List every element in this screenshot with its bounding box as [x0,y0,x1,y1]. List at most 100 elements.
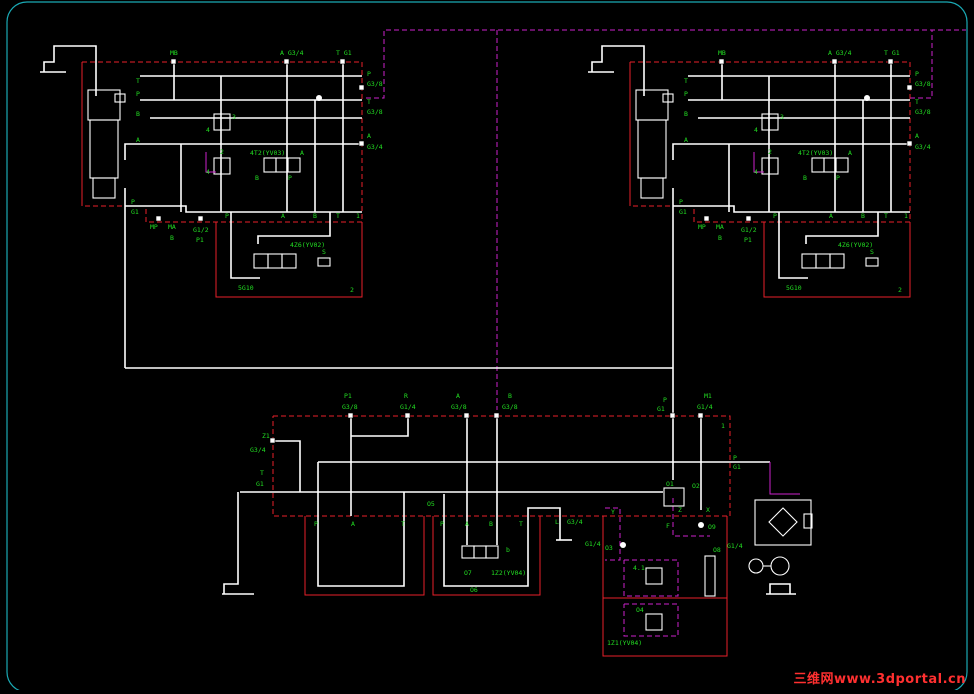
r-port-right-t: T [915,98,919,106]
port-t: T [136,77,140,85]
r-port-right-g38b: G3/8 [915,108,931,116]
watermark-logo: 三维网www.3dportal.cn [793,672,966,687]
bottom-port-t: T [336,212,340,220]
c-right-g1: G1 [733,463,741,471]
c-block-l-g34: G3/4 [567,518,583,526]
r-valve-label-2: 2 [768,148,772,156]
pump-motor [748,556,796,595]
c-port-p: P [663,396,667,404]
c-block-y: Y [611,508,615,516]
r-port-right-p: P [915,70,919,78]
c-valve-o6: O6 [470,586,478,594]
valve-4t2-a: A [300,149,304,157]
c-valve-o3-g14: G1/4 [585,540,601,548]
valve-label-4b: 4 [206,168,210,176]
port-right-t: T [367,98,371,106]
c-block-p2: P [440,520,444,528]
bottom-port-p1: P1 [196,236,204,244]
r-valve-4t2-a: A [848,149,852,157]
r-bottom-port-p2: P [773,212,777,220]
c-port-p-g1: G1 [657,405,665,413]
c-block-l: L [555,518,559,526]
valve-unit-right: MB A G3/4 T G1 T P B A P G3/8 T G3/8 A G… [588,45,931,298]
labels-left: MB A G3/4 T G1 T P B A P G3/8 T G3/8 A G… [131,49,383,294]
port-a: A [136,136,140,144]
c-port-a-g38: G3/8 [451,403,467,411]
bottom-port-a: A [281,212,285,220]
port-p: P [136,90,140,98]
pressure-switch [663,487,685,507]
c-port-r: R [404,392,408,400]
c-valve-41: 4.1 [633,564,645,572]
r-bottom-port-1: 1 [904,212,908,220]
c-block-p: P [314,520,318,528]
r-bottom-port-a: A [829,212,833,220]
c-port-m1-g14: G1/4 [697,403,713,411]
port-a-g34: A G3/4 [280,49,304,57]
pressure-relief-valve [213,113,231,131]
c-valve-1z1: 1Z1(YV04) [607,639,642,647]
r-valve-4t2-b: B [803,174,807,182]
c-port-t-g1: G1 [256,480,264,488]
c-right-p: P [733,454,737,462]
c-right-1: 1 [721,422,725,430]
r-bottom-port-b: B [861,212,865,220]
c-port-p1: P1 [344,392,352,400]
c-port-b: B [508,392,512,400]
c-right-o1: O1 [666,480,674,488]
r-valve-label-4b: 4 [754,168,758,176]
labels-central: P1 G3/8 R G1/4 A G3/8 B G3/8 P G1 M1 G1/… [250,392,743,647]
c-block-t: T [401,520,405,528]
bottom-port-p2: P [225,212,229,220]
r-valve-label-3: 3 [780,113,784,121]
directional-valve-4z6 [230,212,331,279]
c-valve-1z2: 1Z2(YV04) [491,569,526,577]
r-port-right-g34: G3/4 [915,143,931,151]
r-port-mb: MB [718,49,726,57]
r-port-right-g38: G3/8 [915,80,931,88]
r-port-t: T [684,77,688,85]
valve-1z1 [645,567,663,585]
directional-valve-1z2 [461,545,475,559]
r-port-right-a: A [915,132,919,140]
block-5g10: 5G10 [238,284,254,292]
filter-unit [754,462,813,546]
c-port-z1: Z1 [262,432,270,440]
valve-label-4: 4 [206,126,210,134]
valve-label-3: 3 [232,113,236,121]
bottom-port-ma: MA [168,223,176,231]
central-block [272,415,731,517]
c-right-z: Z [678,506,682,514]
bottom-port-1: 1 [356,212,360,220]
supply-lines [125,206,674,480]
lower-block [215,222,363,298]
r-bottom-port-g12: G1/2 [741,226,757,234]
r-valve-label-4: 4 [754,126,758,134]
valve-4t2-label: 4T2(YV03) [250,149,285,157]
port-right-p: P [367,70,371,78]
r-port-a: A [684,136,688,144]
r-block-tag-2: 2 [898,286,902,294]
directional-valve-4t2 [205,152,301,173]
check-valve-small [213,157,231,175]
port-right-g34: G3/4 [367,143,383,151]
c-port-z1-g34: G3/4 [250,446,266,454]
port-mb: MB [170,49,178,57]
c-port-p1-g38: G3/8 [342,403,358,411]
c-valve-o3: O3 [605,544,613,552]
bottom-port-b: B [313,212,317,220]
c-valve-o5: O5 [427,500,435,508]
bottom-port-g1: G1 [131,208,139,216]
central-manifold [222,412,813,657]
bottom-port-mp: MP [150,223,158,231]
tank-symbol [43,45,97,96]
bottom-port-p: P [131,198,135,206]
c-valve-o4: O4 [636,606,644,614]
accumulator [704,555,716,597]
r-port-p: P [684,90,688,98]
r-bottom-port-p1: P1 [744,236,752,244]
block-tag-2: 2 [350,286,354,294]
r-bottom-port-mp: MP [698,223,706,231]
